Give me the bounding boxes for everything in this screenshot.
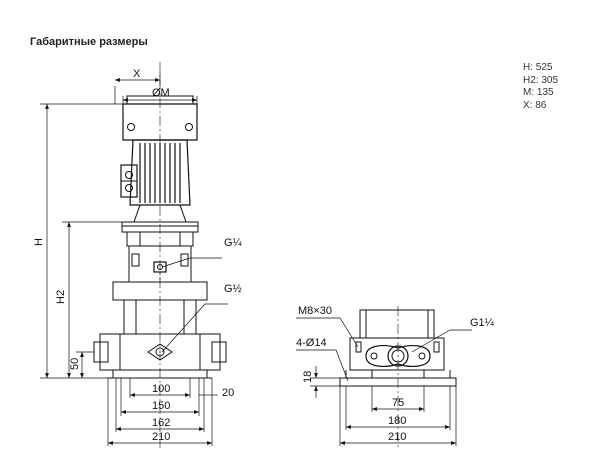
- h2-dimension-label: H2: [55, 290, 67, 304]
- dim-180-label: 180: [388, 415, 406, 427]
- page-title: Габаритные размеры: [30, 36, 148, 48]
- dim-150-label: 150: [152, 400, 170, 412]
- pump-front-view: [93, 62, 227, 448]
- bolt-m8x30-label: M8×30: [298, 305, 332, 317]
- port-g1-quarter-label: G1¼: [470, 317, 495, 329]
- side-dimensions: [296, 317, 472, 446]
- spec-list: H: 525 H2: 305 M: 135 X: 86: [523, 62, 558, 112]
- pump-side-view: [339, 306, 457, 448]
- holes-4x14-label: 4-Ø14: [296, 337, 327, 349]
- dim-210-side-label: 210: [388, 431, 406, 443]
- front-dimensions: [40, 72, 228, 446]
- port-g-quarter-label: G¼: [224, 237, 243, 249]
- h-dimension-label: H: [33, 238, 45, 246]
- x-dimension-label: X: [133, 68, 141, 80]
- dim-75-label: 75: [392, 397, 404, 409]
- spec-h: H: 525: [523, 62, 553, 73]
- dim-20-label: 20: [222, 387, 234, 399]
- base-height-label: 50: [69, 358, 81, 370]
- dim-162-label: 162: [152, 417, 170, 429]
- spec-h2: H2: 305: [523, 74, 559, 86]
- spec-m: M: 135: [523, 87, 554, 99]
- diameter-m-label: ØM: [152, 87, 170, 99]
- port-g-half-label: G½: [224, 283, 242, 295]
- dim-100-label: 100: [152, 383, 170, 395]
- dim-18-label: 18: [302, 371, 314, 383]
- spec-x: X: 86: [523, 99, 547, 111]
- dim-210-front-label: 210: [152, 431, 170, 443]
